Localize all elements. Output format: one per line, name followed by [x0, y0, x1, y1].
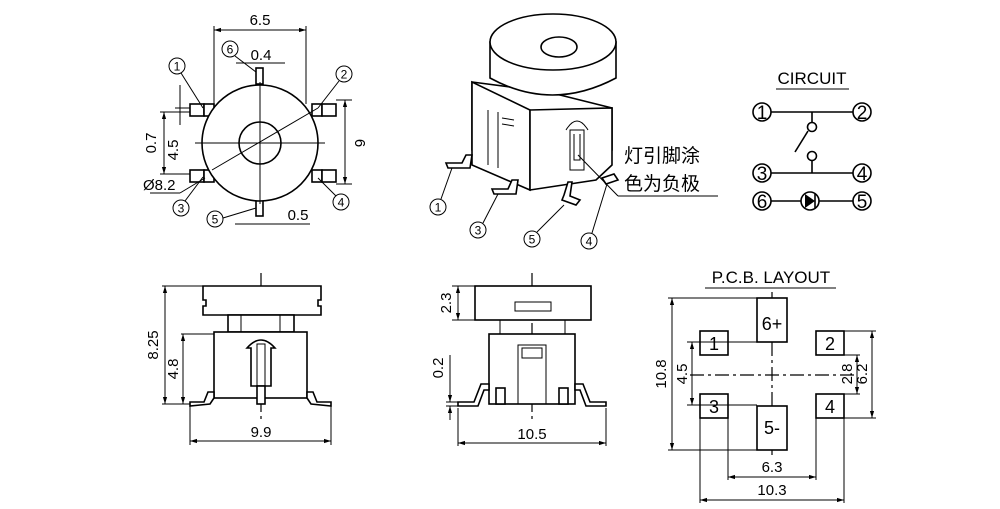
dim-standoff: 0.2 [430, 358, 447, 379]
circuit-title: CIRCUIT [778, 69, 847, 88]
svg-text:1: 1 [709, 334, 719, 354]
dim-width: 10.5 [517, 426, 546, 443]
iso-callout-pin-5: 5 [523, 204, 565, 248]
dim-body-height: 4.8 [165, 359, 182, 380]
dim-total-height: 8.25 [145, 330, 162, 359]
iso-callout-pin-4: 4 [580, 183, 608, 250]
svg-text:1: 1 [435, 201, 442, 215]
dim-pin-pitch: 0.7 [143, 133, 160, 154]
pin-6-outline [255, 67, 264, 85]
dim-height: 6 [351, 139, 368, 147]
circuit-pin-5: 5 [852, 191, 872, 213]
cap [202, 285, 322, 316]
dim-diameter: Ø8.2 [143, 177, 176, 194]
callout-pin-5: 5 [206, 207, 257, 228]
svg-text:6: 6 [227, 43, 234, 57]
circuit-pin-6: 6 [752, 191, 772, 213]
svg-text:5-: 5- [764, 418, 780, 438]
svg-text:1: 1 [757, 103, 768, 124]
cap-top [489, 13, 617, 71]
svg-text:3: 3 [178, 202, 185, 216]
pcb-pad-3: 3 [699, 393, 729, 419]
side-view: 2.3 0.2 10.5 [430, 273, 607, 446]
callout-pin-3: 3 [172, 176, 204, 217]
iso-callout-pin-1: 1 [429, 167, 453, 216]
dim-side-pin-width: 4.5 [165, 140, 182, 161]
pcb-title: P.C.B. LAYOUT [712, 268, 830, 287]
circuit-diagram: CIRCUIT 1 2 3 4 6 5 [752, 69, 872, 213]
pcb-pad-1: 1 [699, 330, 729, 356]
svg-text:4: 4 [825, 397, 835, 417]
pcb-pad-5-minus: 5- [756, 405, 788, 451]
led-note-line-2: 色为负极 [624, 173, 700, 195]
svg-text:1: 1 [174, 60, 181, 74]
svg-text:6: 6 [757, 192, 768, 213]
pcb-pad-4: 4 [815, 393, 845, 419]
dim-inner-gap: 2.8 [839, 364, 856, 385]
dim-outer-height: 6.2 [854, 364, 871, 385]
circuit-pin-1: 1 [752, 102, 772, 124]
svg-text:5: 5 [212, 213, 219, 227]
circuit-pin-4: 4 [852, 163, 872, 185]
pcb-pad-2: 2 [815, 330, 845, 356]
svg-text:2: 2 [825, 334, 835, 354]
callout-pin-2: 2 [317, 65, 353, 109]
isometric-view: 1 3 5 4 灯引脚涂 色为负极 [429, 13, 718, 250]
top-view: 6.5 0.4 6 0.7 4.5 Ø8.2 0.5 1 2 [143, 12, 368, 228]
pad-2-outline [311, 103, 323, 117]
svg-text:4: 4 [857, 164, 868, 185]
svg-text:5: 5 [529, 233, 536, 247]
dim-pitch-left: 4.5 [674, 364, 691, 385]
front-view: 8.25 4.8 9.9 [145, 273, 332, 445]
circuit-pin-2: 2 [852, 102, 872, 124]
dim-pin-width: 0.4 [251, 47, 272, 64]
dim-width: 9.9 [251, 424, 272, 441]
cap [474, 285, 592, 321]
svg-text:6+: 6+ [762, 314, 783, 334]
callout-pin-6: 6 [221, 40, 257, 73]
svg-text:3: 3 [475, 224, 482, 238]
led-note-line-1: 灯引脚涂 [624, 145, 700, 167]
pcb-layout: P.C.B. LAYOUT 6+ 5- 1 2 3 4 10.8 4.5 2.8… [653, 268, 876, 503]
pcb-pad-6-plus: 6+ [756, 297, 788, 343]
svg-text:2: 2 [341, 68, 348, 82]
svg-text:3: 3 [709, 397, 719, 417]
callout-pin-1: 1 [168, 57, 204, 109]
dim-bottom-pin: 0.5 [288, 207, 309, 224]
svg-text:5: 5 [857, 192, 868, 213]
svg-text:2: 2 [857, 103, 868, 124]
svg-text:4: 4 [586, 235, 593, 249]
dim-total-height: 10.8 [653, 359, 670, 388]
svg-text:3: 3 [757, 164, 768, 185]
circuit-pin-3: 3 [752, 163, 772, 185]
iso-callout-pin-3: 3 [469, 193, 499, 239]
svg-text:4: 4 [338, 196, 345, 210]
cap-hole [540, 36, 578, 58]
dim-cap-height: 2.3 [438, 293, 455, 314]
dim-width: 6.5 [250, 12, 271, 29]
dim-inner-width: 6.3 [762, 459, 783, 476]
callout-pin-4: 4 [317, 177, 350, 211]
dim-total-width: 10.3 [757, 482, 786, 499]
